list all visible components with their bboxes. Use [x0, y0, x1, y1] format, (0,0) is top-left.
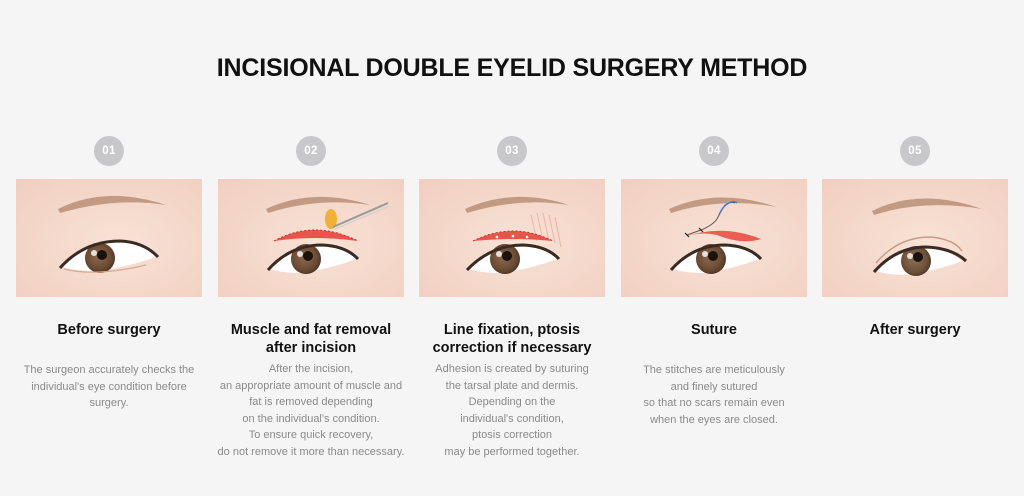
description-line: so that no scars remain even — [643, 397, 785, 410]
description-line: Adhesion is created by suturing — [435, 363, 589, 375]
description-line: The surgeon accurately checks the — [23, 364, 195, 376]
eye-line-fixation-image — [419, 179, 605, 297]
step-title-line: correction if necessary — [432, 340, 592, 356]
step-number-badge: 02 — [296, 136, 326, 166]
description-line: Depending on the — [468, 396, 556, 409]
steps-row: 01 — [16, 135, 1008, 485]
eye-illustration-icon — [822, 179, 1008, 297]
step-number-badge: 05 — [900, 136, 930, 166]
step-title-line: after incision — [265, 340, 357, 356]
description-line: may be performed together. — [444, 445, 580, 458]
step-description: The surgeon accurately checks the indivi… — [0, 362, 222, 412]
description-line: do not remove it more than necessary. — [217, 445, 405, 458]
eye-illustration-icon — [419, 179, 605, 297]
step-title-line: Before surgery — [57, 322, 161, 338]
step-description: Adhesion is created by suturing the tars… — [399, 361, 625, 461]
eye-before-surgery-image — [16, 179, 202, 297]
eye-illustration-icon — [218, 179, 404, 297]
eye-suture-image — [621, 179, 807, 297]
description-line: surgery. — [89, 397, 129, 410]
step-title: Muscle and fat removal after incision — [198, 321, 424, 357]
eye-after-surgery-image — [822, 179, 1008, 297]
description-line: The stitches are meticulously — [643, 364, 785, 376]
step-2: 02 — [218, 135, 404, 485]
step-title: After surgery — [802, 321, 1024, 339]
step-number-badge: 03 — [497, 136, 527, 166]
description-line: individual's condition, — [460, 412, 564, 425]
description-line: and finely sutured — [670, 380, 758, 393]
description-line: on the individual's condition. — [242, 412, 380, 425]
page-title: INCISIONAL DOUBLE EYELID SURGERY METHOD — [216, 54, 808, 82]
step-number-badge: 04 — [699, 136, 729, 166]
description-line: the tarsal plate and dermis. — [445, 379, 579, 392]
description-line: After the incision, — [268, 363, 354, 375]
eye-incision-fat-removal-image — [218, 179, 404, 297]
step-title-line: Suture — [691, 322, 737, 338]
step-4: 04 — [621, 135, 807, 485]
step-3: 03 — [419, 135, 605, 485]
description-line: an appropriate amount of muscle and — [219, 379, 403, 392]
step-title-line: Muscle and fat removal — [230, 322, 392, 338]
description-line: fat is removed depending — [249, 396, 373, 409]
eye-illustration-icon — [621, 179, 807, 297]
step-title: Line fixation, ptosis correction if nece… — [399, 321, 625, 357]
description-line: individual's eye condition before — [31, 380, 187, 393]
description-line: ptosis correction — [471, 429, 553, 442]
description-line: when the eyes are closed. — [650, 413, 778, 426]
step-description: The stitches are meticulously and finely… — [601, 362, 827, 428]
step-title: Suture — [601, 321, 827, 339]
description-line: To ensure quick recovery, — [248, 429, 374, 442]
step-title-line: Line fixation, ptosis — [443, 322, 581, 338]
eye-illustration-icon — [16, 179, 202, 297]
step-number-badge: 01 — [94, 136, 124, 166]
step-title-line: After surgery — [869, 322, 961, 338]
step-title: Before surgery — [0, 321, 222, 339]
step-1: 01 — [16, 135, 202, 485]
step-description: After the incision, an appropriate amoun… — [198, 361, 424, 461]
step-5: 05 — [822, 135, 1008, 485]
